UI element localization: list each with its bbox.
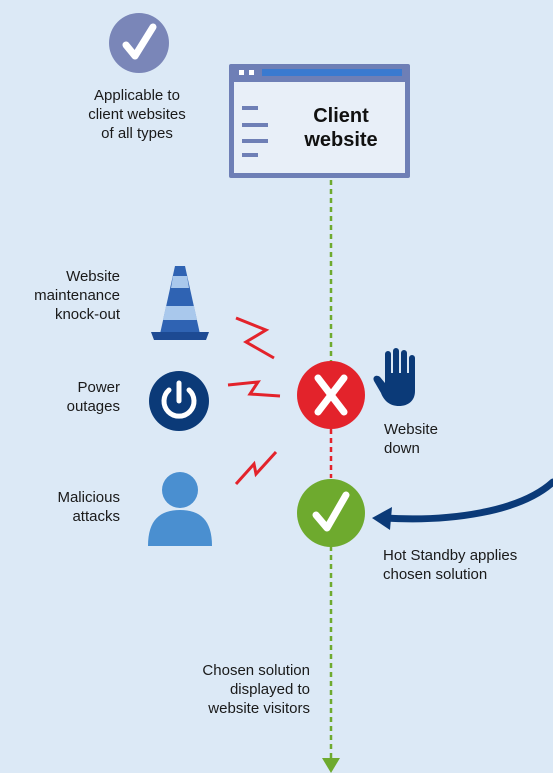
menu-line-icon [242, 106, 258, 110]
window-dot-icon [239, 70, 244, 75]
applicability-line-3: of all types [101, 125, 173, 142]
lightning-bolt-icon [234, 450, 278, 486]
visitor-note-line-3: website visitors [208, 700, 310, 717]
menu-line-icon [242, 139, 268, 143]
menu-line-icon [242, 123, 268, 127]
hot-standby-line-2: chosen solution [383, 566, 488, 583]
hot-standby-label: Hot Standby applies chosen solution [383, 546, 553, 584]
power-line-2: outages [66, 398, 120, 415]
client-website-line-1: Client [313, 105, 369, 127]
website-down-label: Website down [384, 420, 494, 458]
maintenance-line-2: maintenance [34, 287, 120, 304]
arrow-head-icon [372, 507, 392, 530]
power-icon [149, 371, 209, 431]
visitor-note-line-1: Chosen solution [202, 662, 310, 679]
window-dot-icon [249, 70, 254, 75]
attacks-line-2: attacks [72, 508, 120, 525]
visitor-display-note: Chosen solution displayed to website vis… [150, 661, 310, 718]
checkmark-circle-icon [109, 13, 169, 73]
website-down-line-1: Website [384, 421, 438, 438]
attacks-line-1: Malicious [57, 489, 120, 506]
applicability-line-1: Applicable to [94, 87, 180, 104]
error-x-icon [297, 361, 365, 429]
maintenance-label: Website maintenance knock-out [0, 267, 120, 324]
success-check-icon [297, 479, 365, 547]
applicability-note: Applicable to client websites of all typ… [62, 86, 212, 143]
maintenance-line-1: Website [66, 268, 120, 285]
lightning-bolt-icon [235, 316, 275, 360]
power-line-1: Power [77, 379, 120, 396]
client-website-line-2: website [304, 129, 378, 151]
power-label: Power outages [0, 378, 120, 416]
visitor-note-line-2: displayed to [229, 681, 310, 698]
client-website-title: Client website [286, 104, 396, 152]
lightning-bolt-icon [227, 380, 281, 398]
applicability-line-2: client websites [88, 106, 186, 123]
person-icon [148, 472, 212, 546]
website-down-line-2: down [384, 440, 420, 457]
hot-standby-line-1: Hot Standby applies [383, 547, 518, 564]
menu-line-icon [242, 153, 258, 157]
client-website-window: Client website [229, 64, 410, 178]
attacks-label: Malicious attacks [0, 488, 120, 526]
window-address-bar [262, 69, 402, 76]
maintenance-line-3: knock-out [54, 306, 120, 323]
traffic-cone-icon [151, 266, 209, 340]
window-content: Client website [234, 82, 405, 173]
down-arrow-icon [322, 758, 340, 773]
hot-standby-arrow [380, 478, 553, 523]
stop-hand-icon [373, 348, 415, 406]
